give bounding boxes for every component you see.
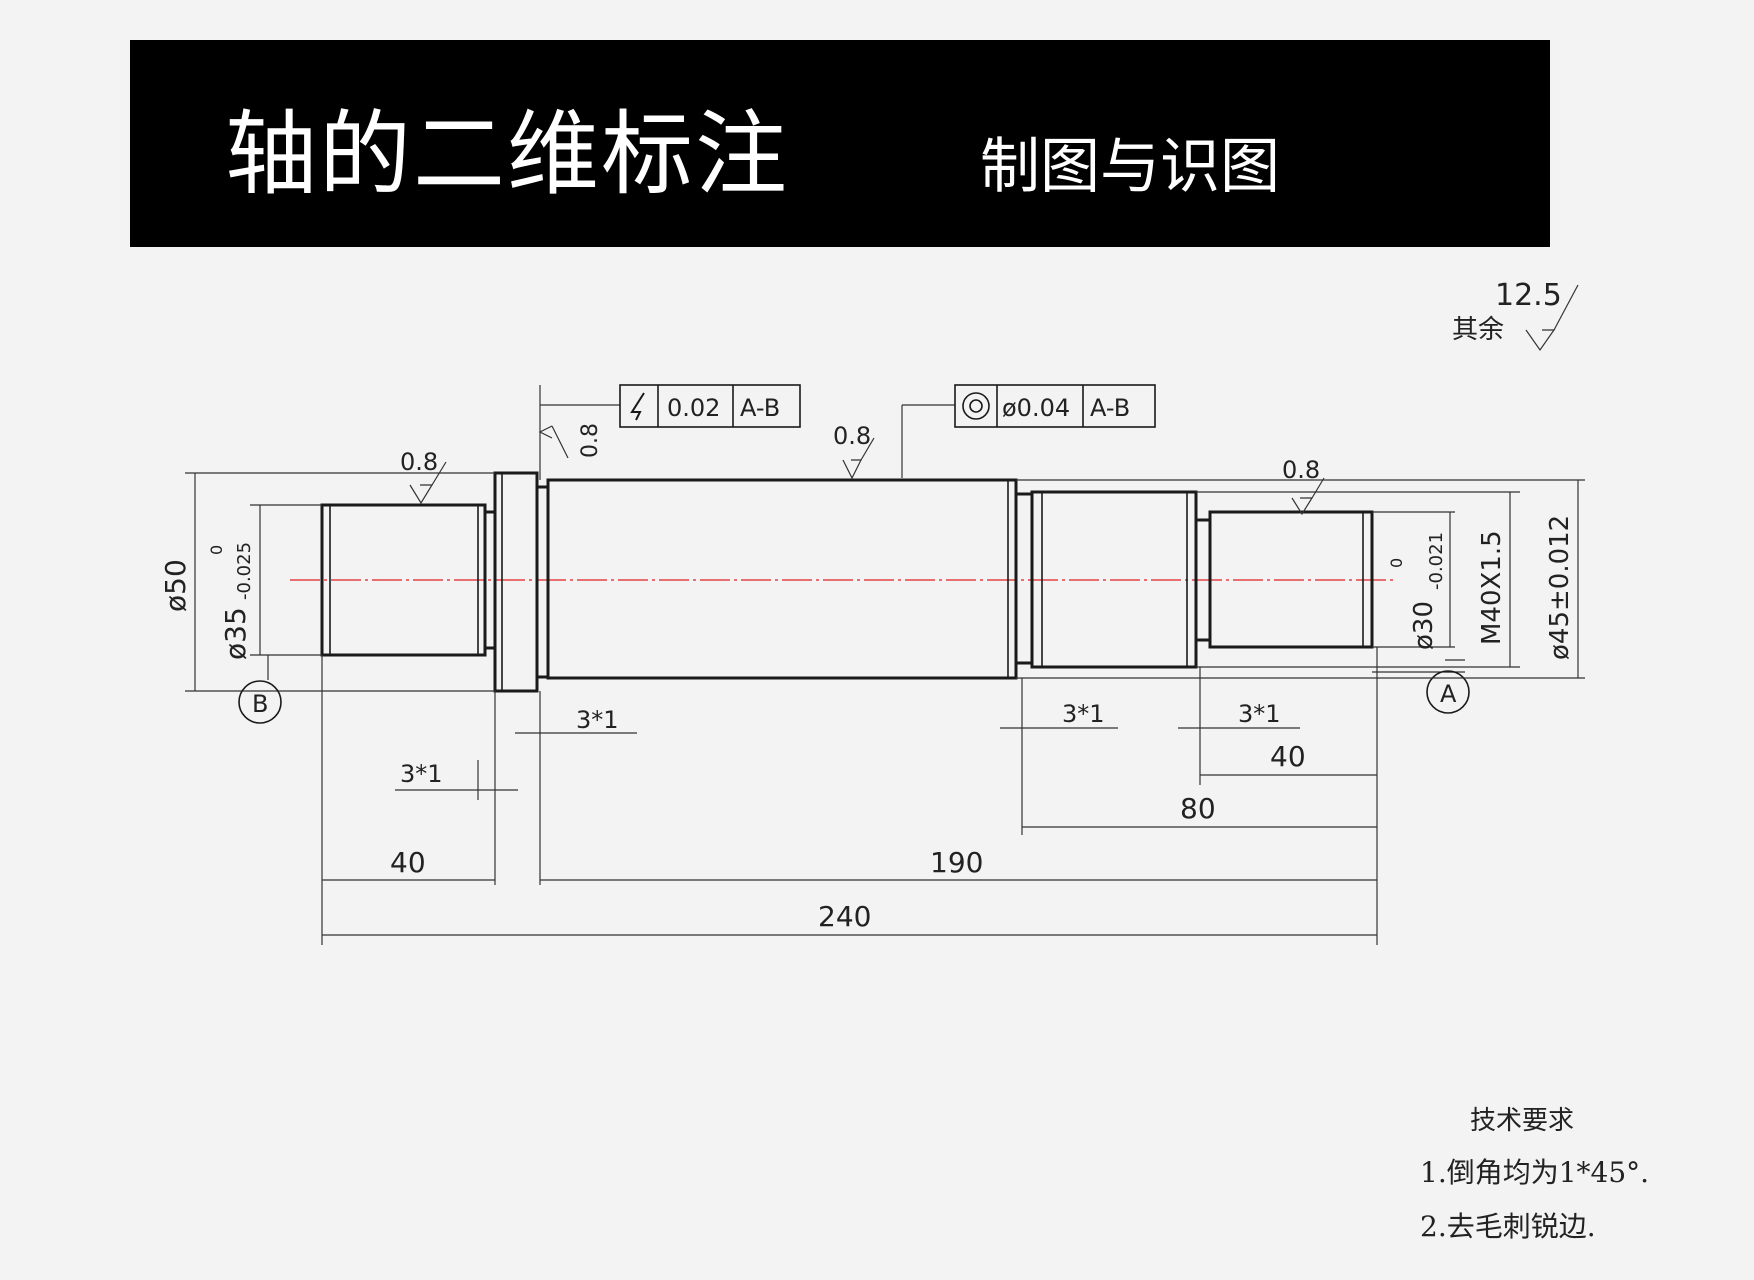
right-dimension-lines xyxy=(1016,479,1585,679)
length-extension-lines xyxy=(321,647,1378,945)
page-title: 轴的二维标注 xyxy=(225,101,790,208)
dim-main-length: 190 xyxy=(540,846,1377,881)
svg-text:A-B: A-B xyxy=(740,394,780,422)
runout-tolerance-frame: 0.02 A-B xyxy=(539,384,801,480)
groove-collar-callout: 3*1 xyxy=(515,706,637,734)
dim-right-step-length: 80 xyxy=(1022,792,1377,828)
dim-left-journal: ø35 xyxy=(219,607,252,660)
coaxiality-tolerance-frame: ø0.04 A-B xyxy=(901,384,1156,478)
roughness-other: 12.5 其余 xyxy=(1452,278,1579,352)
groove-thread-left-callout: 3*1 xyxy=(1000,700,1118,729)
svg-text:12.5: 12.5 xyxy=(1495,278,1562,313)
roughness-left-journal: 0.8 xyxy=(400,448,447,505)
coaxiality-icon xyxy=(962,392,990,420)
svg-text:0.8: 0.8 xyxy=(833,422,871,450)
dim-thread: M40X1.5 xyxy=(1477,530,1507,645)
svg-text:0.8: 0.8 xyxy=(578,423,603,458)
main-body xyxy=(546,478,1018,680)
dim-right-outer: ø45±0.012 xyxy=(1545,515,1575,660)
left-dimension-lines xyxy=(185,472,495,692)
dim-left-outer: ø50 xyxy=(159,559,192,612)
left-journal xyxy=(320,503,487,657)
right-journal xyxy=(1208,510,1374,649)
title-banner: 轴的二维标注 制图与识图 xyxy=(130,40,1550,247)
runout-icon xyxy=(630,392,645,421)
svg-text:0.8: 0.8 xyxy=(400,448,438,476)
tech-req-item: 1.倒角均为1*45°. xyxy=(1420,1156,1650,1189)
svg-text:3*1: 3*1 xyxy=(400,760,443,788)
datum-a-symbol: A xyxy=(1372,659,1470,714)
roughness-shoulder: 0.8 xyxy=(538,423,603,459)
dim-left-tol-lower: -0.025 xyxy=(234,542,255,600)
roughness-main-body: 0.8 xyxy=(833,422,875,480)
groove-left-callout: 3*1 xyxy=(395,760,518,800)
datum-b-symbol: B xyxy=(238,680,282,724)
dim-left-journal-length: 40 xyxy=(322,846,495,881)
svg-text:40: 40 xyxy=(390,846,426,879)
svg-text:190: 190 xyxy=(930,846,983,879)
dim-right-tol-lower: -0.021 xyxy=(1426,532,1447,590)
svg-text:40: 40 xyxy=(1270,740,1306,773)
dim-total-length: 240 xyxy=(322,900,1377,936)
technical-requirements: 技术要求 1.倒角均为1*45°. 2.去毛刺锐边. xyxy=(1420,1100,1649,1259)
dim-left-tol-upper: 0 xyxy=(207,545,226,555)
svg-text:A: A xyxy=(1440,680,1457,708)
shaft-outline xyxy=(320,471,1374,693)
thread-section xyxy=(1030,490,1198,669)
tech-req-item: 2.去毛刺锐边. xyxy=(1420,1210,1596,1243)
svg-text:其余: 其余 xyxy=(1452,315,1504,345)
svg-text:A-B: A-B xyxy=(1090,394,1130,422)
svg-text:3*1: 3*1 xyxy=(576,706,619,734)
collar xyxy=(493,471,539,693)
svg-text:0.02: 0.02 xyxy=(667,394,720,422)
tech-req-heading: 技术要求 xyxy=(1470,1106,1575,1136)
svg-text:ø0.04: ø0.04 xyxy=(1002,394,1070,422)
dim-right-journal: ø30 xyxy=(1409,601,1439,650)
svg-text:240: 240 xyxy=(818,900,871,933)
roughness-right-seat: 0.8 xyxy=(1282,456,1325,516)
groove-thread-right-callout: 3*1 xyxy=(1178,700,1300,729)
dim-right-tol-upper: 0 xyxy=(1387,558,1406,568)
dim-right-journal-length: 40 xyxy=(1200,740,1377,776)
page-subtitle: 制图与识图 xyxy=(980,132,1280,202)
svg-text:3*1: 3*1 xyxy=(1062,700,1105,728)
svg-text:B: B xyxy=(252,690,268,718)
svg-text:3*1: 3*1 xyxy=(1238,700,1281,728)
svg-text:0.8: 0.8 xyxy=(1282,456,1320,484)
svg-text:80: 80 xyxy=(1180,792,1216,825)
